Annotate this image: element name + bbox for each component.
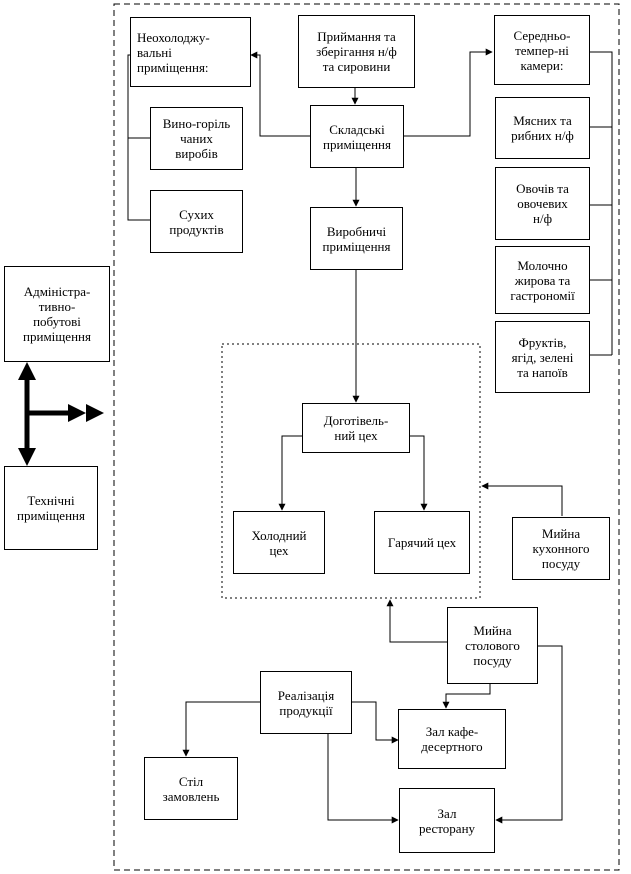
vegetables-box: Овочів та овочевих н/ф — [495, 167, 590, 240]
admin-rooms-box: Адміністра- тивно- побутові приміщення — [4, 266, 110, 362]
table-wash-to-restaurant-arrow — [495, 645, 563, 824]
unrefrigerated-rooms-box: Неохолоджу- вальні приміщення: — [130, 17, 251, 87]
restaurant-hall-box: Зал ресторану — [399, 788, 495, 853]
table-wash-to-zone-arrow — [386, 599, 447, 643]
dry-products-box: Сухих продуктів — [150, 190, 243, 253]
sales-to-restaurant-arrow — [327, 734, 399, 824]
sales-to-orders-arrow — [182, 701, 260, 757]
cold-shop-box: Холодний цех — [233, 511, 325, 574]
cafe-hall-box: Зал кафе- десертного — [398, 709, 506, 769]
admin-technical-connector — [18, 362, 104, 466]
order-table-box: Стіл замовлень — [144, 757, 238, 820]
sales-to-cafe-arrow — [352, 701, 399, 744]
storage-rooms-box: Складські приміщення — [310, 105, 404, 168]
enterprise-boundary — [113, 3, 620, 871]
kitchen-wash-to-zone-arrow — [481, 482, 563, 516]
hot-shop-box: Гарячий цех — [374, 511, 470, 574]
reception-storage-box: Приймання та зберігання н/ф та сировини — [298, 15, 415, 88]
fruits-drinks-box: Фруктів, ягід, зелені та напоїв — [495, 321, 590, 393]
kitchen-dishwashing-box: Мийна кухонного посуду — [512, 517, 610, 580]
prep-to-cold-arrow — [278, 435, 302, 511]
storage-to-unrefrigerated-arrow — [250, 51, 310, 137]
technical-rooms-box: Технічні приміщення — [4, 466, 98, 550]
wine-vodka-box: Вино-горіль чаних виробів — [150, 107, 243, 170]
unrefrigerated-group-bracket — [127, 54, 150, 221]
medium-temp-chambers-box: Середньо- темпер-ні камери: — [494, 15, 590, 85]
meat-fish-box: Мясних та рибних н/ф — [495, 97, 590, 159]
tableware-dishwashing-box: Мийна столового посуду — [447, 607, 538, 684]
production-rooms-box: Виробничі приміщення — [310, 207, 403, 270]
table-wash-to-cafe-arrow — [442, 684, 491, 709]
storage-to-chambers-arrow — [404, 48, 493, 137]
product-sales-box: Реалізація продукції — [260, 671, 352, 734]
dairy-gastronomy-box: Молочно жирова та гастрономії — [495, 246, 590, 314]
prep-to-hot-arrow — [410, 435, 428, 511]
chambers-group-bracket — [590, 51, 613, 356]
production-zone-boundary — [221, 343, 481, 599]
preparation-shop-box: Доготівель- ний цех — [302, 403, 410, 453]
